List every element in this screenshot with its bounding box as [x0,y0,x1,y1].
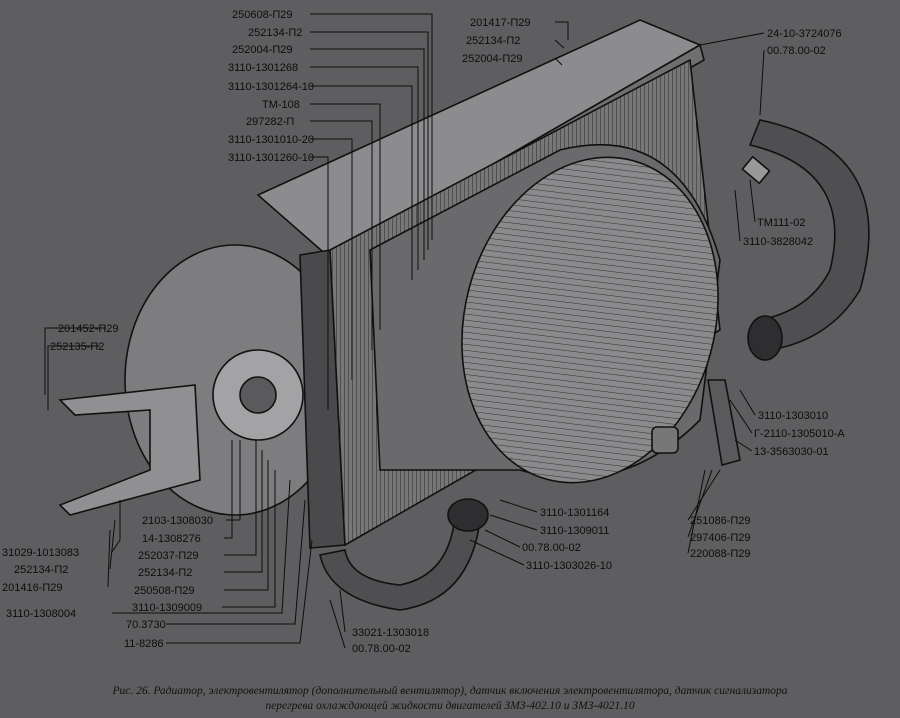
label-00-78-00-02-top: 00.78.00-02 [767,45,826,57]
label-3110-1309009: 3110-1309009 [132,602,202,614]
label-297282-p: 297282-П [246,116,294,128]
label-31029-1013083: 31029-1013083 [2,547,79,559]
figure-caption-line-2: перегрева охлаждающей жидкости двигателе… [265,700,635,712]
label-201452-p29: 201452-П29 [58,323,119,335]
label-252134-p2-center: 252134-П2 [466,35,520,47]
label-297406-p29: 297406-П29 [690,532,751,544]
label-tm-108: ТМ-108 [262,99,300,111]
label-33021-1303018: 33021-1303018 [352,627,429,639]
temperature-sensor [741,155,771,185]
label-3110-1301264-10: 3110-1301264-10 [228,81,314,93]
label-252134-p2-motor: 252134-П2 [138,567,192,579]
leader-lines [44,13,765,649]
label-3110-1301010-20: 3110-1301010-20 [228,134,314,146]
label-3110-1309011: 3110-1309011 [540,525,609,537]
part-labels: 250608-П29 252134-П2 252004-П29 3110-130… [2,9,845,655]
figure-caption-line-1: Рис. 26. Радиатор, электровентилятор (до… [112,685,788,697]
label-00-78-00-02-bottom: 00.78.00-02 [352,643,411,655]
label-70-3730: 70.3730 [126,619,166,631]
label-252037-p29: 252037-П29 [138,550,199,562]
label-252135-p2: 252135-П2 [50,341,104,353]
label-220088-p29: 220088-П29 [690,548,751,560]
label-tm111-02: ТМ111-02 [757,217,806,229]
label-252004-p29-top: 252004-П29 [232,44,293,56]
label-201416-p29: 201416-П29 [2,582,63,594]
label-3110-1303010: 3110-1303010 [758,410,828,422]
radiator-illustration [58,19,870,611]
left-bracket [58,384,201,516]
label-00-78-00-02-mid: 00.78.00-02 [522,542,581,554]
label-201417-p29: 201417-П29 [470,17,531,29]
label-13-3563030-01: 13-3563030-01 [754,446,829,458]
label-250608-p29: 250608-П29 [232,9,293,21]
label-11-8286: 11-8286 [124,638,164,650]
plug [651,426,679,454]
label-g-2110-1305010-a: Г-2110-1305010-А [754,428,845,440]
label-252134-p2-left: 252134-П2 [14,564,68,576]
label-24-10-3724076: 24-10-3724076 [767,28,842,40]
label-251086-p29: 251086-П29 [690,515,751,527]
label-252004-p29-center: 252004-П29 [462,53,523,65]
drain-hose [707,379,741,467]
label-3110-1308004: 3110-1308004 [6,608,76,620]
label-252134-p2-top: 252134-П2 [248,27,302,39]
label-3110-1301260-10: 3110-1301260-10 [228,152,314,164]
label-2103-1308030: 2103-1308030 [142,515,213,527]
fan-grille [461,156,719,484]
label-14-1308276: 14-1308276 [142,533,201,545]
label-3110-3828042: 3110-3828042 [743,236,813,248]
label-3110-1303026-10: 3110-1303026-10 [526,560,612,572]
label-3110-1301164: 3110-1301164 [540,507,609,519]
label-3110-1301268: 3110-1301268 [228,62,298,74]
label-250508-p29: 250508-П29 [134,585,195,597]
